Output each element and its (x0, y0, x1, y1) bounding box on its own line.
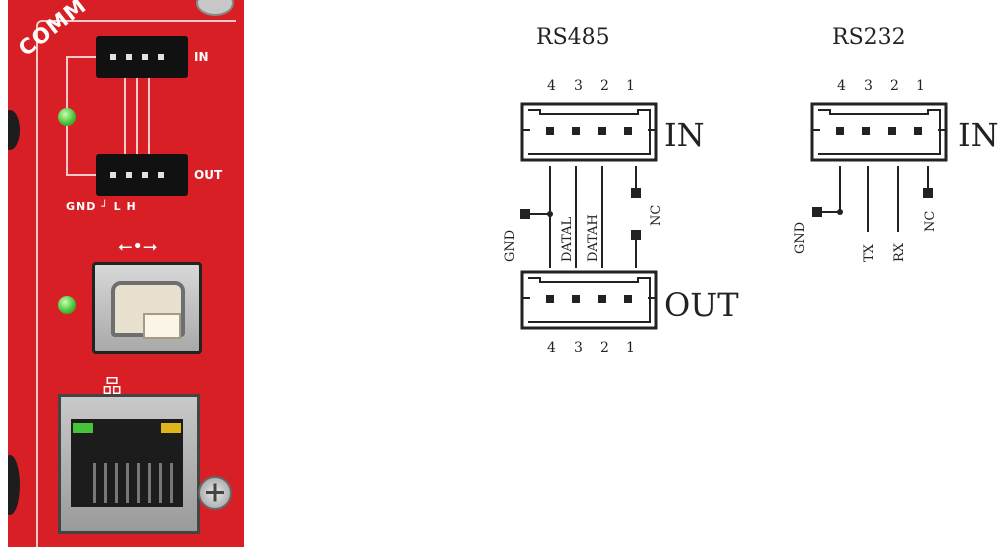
nc-terminal (631, 188, 641, 198)
panel-edge-bolt (8, 110, 20, 150)
pin-square (598, 295, 606, 303)
connector-shroud (818, 109, 941, 155)
connector-outline (810, 102, 948, 162)
rs485-title: RS485 (536, 25, 610, 50)
panel-silkscreen-border (36, 20, 236, 547)
pin-square (572, 127, 580, 135)
datal-signal-label: DATAL (560, 217, 575, 262)
pin-number: 2 (600, 340, 609, 356)
in-label: IN (194, 50, 209, 64)
pin-number: 2 (890, 78, 899, 94)
nc-signal-label: NC (923, 211, 938, 232)
pin-number: 1 (626, 340, 635, 356)
gnd-signal-label: GND (793, 222, 808, 254)
pin-number: 4 (547, 340, 556, 356)
usb-b-port (92, 262, 202, 354)
rs485-pinout: RS485 4 3 2 1 IN (503, 25, 739, 356)
panel-edge-bolt (8, 455, 20, 515)
pin-number: 4 (547, 78, 556, 94)
rs232-pinout: RS232 4 3 2 1 IN G (793, 25, 999, 262)
gnd-junction (837, 209, 843, 215)
pcb-trace (148, 78, 150, 154)
pin-number: 1 (916, 78, 925, 94)
pcb-trace (66, 56, 96, 58)
status-led (58, 108, 76, 126)
datah-signal-label: DATAH (586, 214, 601, 262)
nc-signal-label: NC (649, 205, 664, 226)
usb-port-tongue (143, 313, 181, 339)
rj45-cavity (71, 419, 183, 507)
pin-number: 2 (600, 78, 609, 94)
rs485-out-label: OUT (664, 286, 739, 324)
rj45-pins (93, 463, 181, 503)
pin-number: 3 (574, 340, 583, 356)
connector-outline (520, 270, 658, 330)
pin-square (598, 127, 606, 135)
pin-number: 1 (626, 78, 635, 94)
pin-square (836, 127, 844, 135)
rs485-in-connector (96, 36, 188, 78)
nc-terminal (631, 230, 641, 240)
pin-number: 3 (574, 78, 583, 94)
pcb-trace (136, 78, 138, 154)
pin-square (546, 127, 554, 135)
pin-square (888, 127, 896, 135)
rs485-in-connector-symbol (520, 102, 658, 162)
tx-signal-label: TX (862, 243, 877, 262)
connector-shroud (528, 109, 651, 155)
gnd-signal-label: GND (503, 230, 518, 262)
pin-square (572, 295, 580, 303)
gnd-terminal (812, 207, 822, 217)
comm-module-photo: COMM IN OUT GND ┘ L H ⭠•⭢ 品 (8, 0, 244, 547)
pin-square (546, 295, 554, 303)
mounting-screw (198, 476, 232, 510)
pin-number: 4 (837, 78, 846, 94)
ethernet-rj45-port (58, 394, 200, 534)
gnd-terminal (520, 209, 530, 219)
out-label: OUT (194, 168, 223, 182)
connector-outline (520, 102, 658, 162)
pin-square (624, 295, 632, 303)
rj45-link-led (73, 423, 93, 433)
usb-status-led (58, 296, 76, 314)
nc-terminal (923, 188, 933, 198)
rx-signal-label: RX (892, 242, 907, 262)
gnd-junction (547, 211, 553, 217)
rs232-in-connector-symbol (810, 102, 948, 162)
rs485-in-label: IN (664, 116, 705, 154)
bus-pin-label: GND ┘ L H (66, 200, 137, 213)
pin-number: 3 (864, 78, 873, 94)
network-icon: 品 (102, 374, 122, 398)
connector-shroud (528, 277, 651, 323)
connector-pins (110, 172, 174, 178)
connector-pins (110, 54, 174, 60)
usb-icon: ⭠•⭢ (118, 236, 158, 257)
rj45-activity-led (161, 423, 181, 433)
pin-square (624, 127, 632, 135)
pin-square (914, 127, 922, 135)
pcb-trace (124, 78, 126, 154)
rs485-out-connector (96, 154, 188, 196)
rs232-title: RS232 (832, 25, 906, 50)
rs485-out-connector-symbol (520, 270, 658, 330)
rs232-in-label: IN (958, 116, 999, 154)
usb-port-opening (111, 281, 185, 339)
pin-square (862, 127, 870, 135)
pcb-trace (66, 174, 96, 176)
